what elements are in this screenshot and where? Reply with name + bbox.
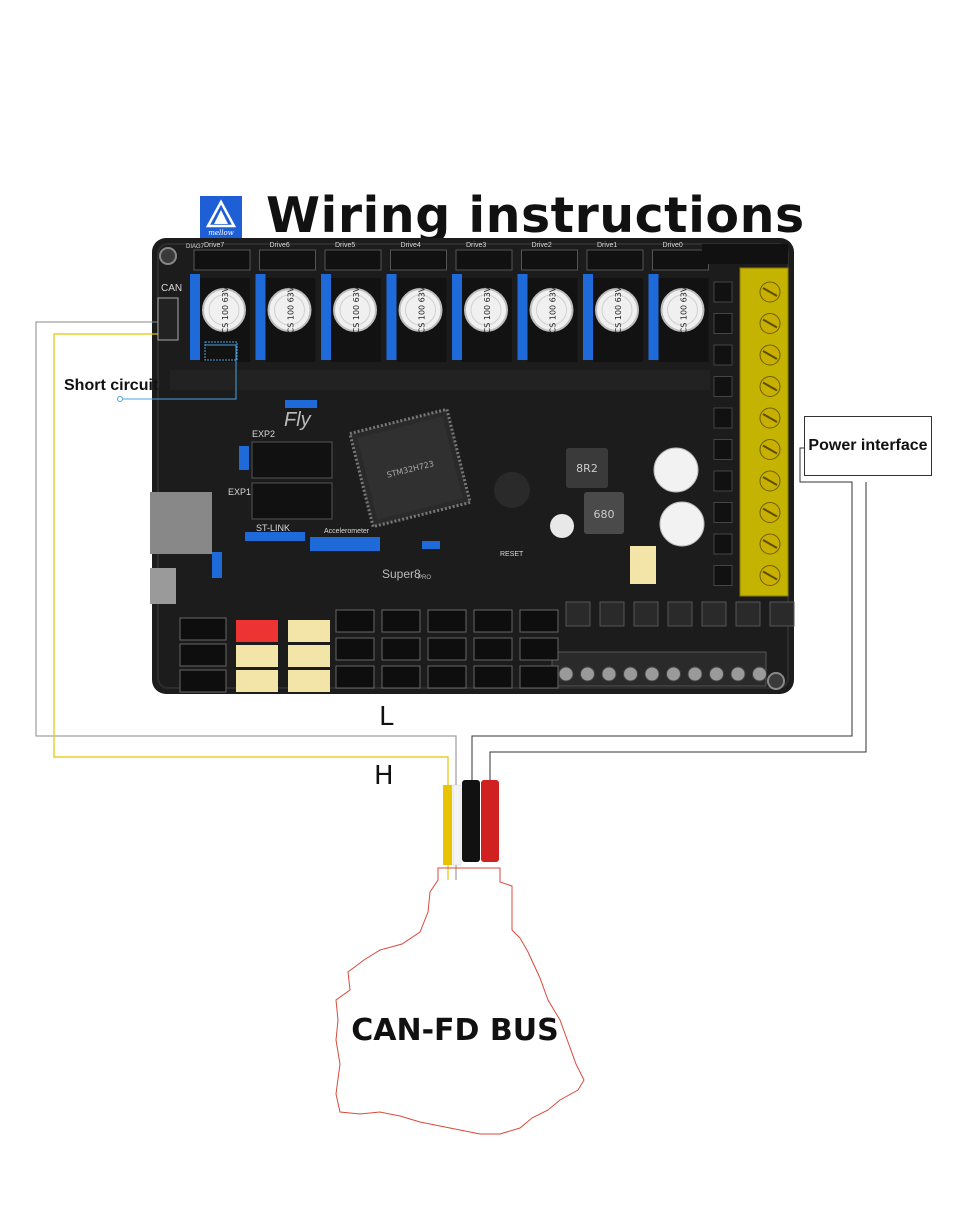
driver-label-drive0: Drive0	[662, 242, 683, 249]
driver-capacitor: CS 100 63V	[464, 286, 508, 333]
logo-text: mellow	[208, 229, 233, 237]
svg-text:CS 100 63V: CS 100 63V	[614, 286, 623, 333]
page-header: mellow Wiring instructions	[0, 95, 960, 244]
wire-l-label: L	[379, 702, 394, 732]
can-bus-device-outline	[335, 867, 585, 1135]
driver-label-drive3: Drive3	[466, 242, 487, 249]
svg-text:CS 100 63V: CS 100 63V	[549, 286, 558, 333]
driver-label-drive4: Drive4	[400, 242, 421, 249]
driver-capacitor: CS 100 63V	[529, 286, 574, 333]
svg-text:CS 100 63V: CS 100 63V	[418, 286, 427, 333]
driver-capacitor: CS 100 63V	[398, 286, 443, 333]
can-silkscreen: CAN	[161, 283, 183, 294]
svg-text:CS 100 63V: CS 100 63V	[483, 286, 492, 333]
reset-silkscreen: RESET	[500, 551, 524, 558]
driver-capacitor: CS 100 63V	[595, 286, 639, 333]
svg-text:CS 100 63V: CS 100 63V	[221, 286, 230, 333]
stlink-silkscreen: ST-LINK	[256, 523, 291, 533]
svg-text:680: 680	[594, 508, 615, 521]
accelerometer-silkscreen: Accelerometer	[324, 528, 370, 535]
mount-hole-icon	[159, 247, 177, 265]
driver-label-drive7: Drive7	[204, 242, 225, 249]
exp2-silkscreen: EXP2	[252, 429, 276, 439]
diag-silkscreen: DIAG7	[186, 244, 205, 250]
svg-text:CS 100 63V: CS 100 63V	[287, 286, 296, 333]
mount-hole-icon	[767, 672, 785, 690]
brand-silkscreen: Fly	[284, 409, 311, 431]
page-title: Wiring instructions	[266, 187, 805, 244]
short-circuit-label: Short circuit	[64, 377, 159, 394]
svg-text:CS 100 63V: CS 100 63V	[680, 286, 689, 333]
control-board: CS 100 63V CS 100 63V CS 100 63V CS 100 63V…	[150, 238, 795, 694]
svg-text:CS 100 63V: CS 100 63V	[352, 286, 361, 333]
driver-label-drive2: Drive2	[531, 242, 552, 249]
model-silkscreen: Super8	[382, 567, 421, 581]
exp1-silkscreen: EXP1	[228, 487, 252, 497]
wire-h-label: H	[374, 761, 394, 791]
model-sub-silkscreen: PRO	[418, 575, 432, 581]
svg-text:8R2: 8R2	[576, 462, 598, 475]
power-interface-label: Power interface	[804, 416, 932, 476]
driver-capacitor: CS 100 63V	[660, 286, 705, 333]
driver-capacitor: CS 100 63V	[333, 286, 377, 333]
cable-bundle	[443, 780, 499, 866]
driver-capacitor: CS 100 63V	[202, 286, 246, 333]
driver-capacitor: CS 100 63V	[267, 286, 312, 333]
driver-label-drive5: Drive5	[335, 242, 356, 249]
mellow-logo-icon: mellow	[200, 196, 242, 238]
driver-label-drive1: Drive1	[597, 242, 618, 249]
can-fd-bus-label: CAN-FD BUS	[351, 1013, 559, 1048]
driver-label-drive6: Drive6	[269, 242, 290, 249]
